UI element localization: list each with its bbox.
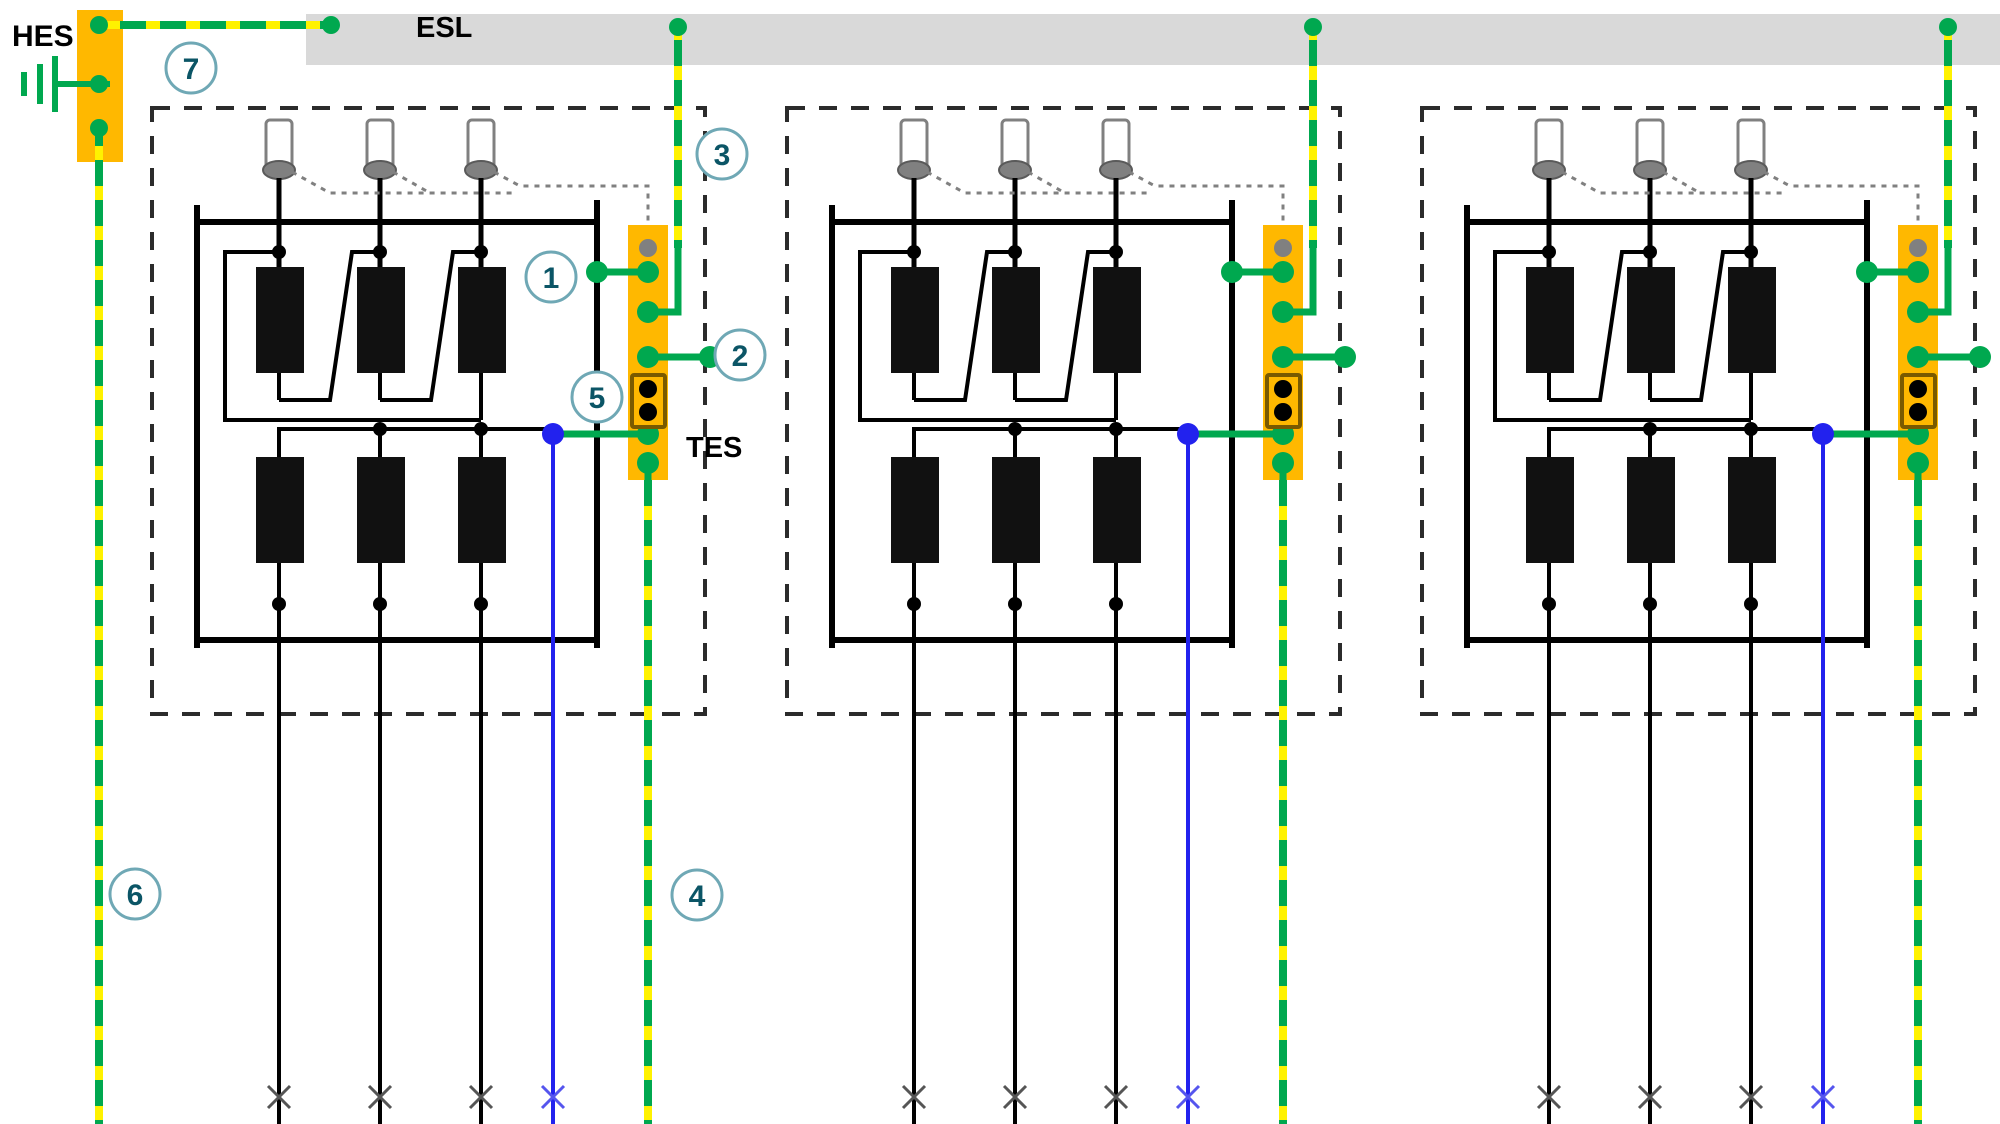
tes-label: TES bbox=[686, 432, 743, 464]
control-dotted-link bbox=[1561, 170, 1920, 237]
pe-riser bbox=[644, 18, 687, 1124]
callout-7[interactable]: 7 bbox=[164, 41, 218, 95]
callout-3-label: 3 bbox=[714, 139, 731, 172]
esl-terminal-dot-left bbox=[322, 16, 340, 34]
esl-label: ESL bbox=[416, 12, 473, 44]
terminal-strip[interactable] bbox=[1263, 225, 1303, 480]
callout-1[interactable]: 1 bbox=[524, 250, 578, 304]
panel-2 bbox=[785, 18, 1356, 1124]
terminal-strip[interactable] bbox=[1898, 225, 1938, 480]
callout-2[interactable]: 2 bbox=[713, 328, 767, 382]
control-dotted-link bbox=[926, 170, 1285, 237]
arrester-group bbox=[897, 118, 1133, 222]
bond-wire-dots bbox=[1812, 261, 1991, 445]
callout-6-label: 6 bbox=[127, 879, 144, 912]
test-point-dot bbox=[1909, 239, 1927, 257]
callout-7-label: 7 bbox=[183, 53, 200, 86]
pe-riser bbox=[1279, 18, 1322, 1124]
arrester-group bbox=[1532, 118, 1768, 222]
callout-6[interactable]: 6 bbox=[108, 867, 162, 921]
top-device-row bbox=[1493, 222, 1776, 422]
top-device-row bbox=[223, 222, 506, 422]
hes-label: HES bbox=[12, 20, 74, 53]
callout-5[interactable]: 5 bbox=[570, 370, 624, 424]
panel-3 bbox=[1420, 18, 1991, 1124]
earth-ground-icon bbox=[21, 56, 100, 112]
pe-wire-hes-downlead bbox=[95, 128, 103, 1124]
feeder-drops bbox=[1536, 429, 1836, 1124]
callout-1-label: 1 bbox=[543, 262, 560, 295]
bottom-device-row bbox=[256, 422, 553, 640]
feeder-drops bbox=[266, 429, 566, 1124]
arrester-group bbox=[262, 118, 498, 222]
callout-4-label: 4 bbox=[689, 880, 706, 913]
esl-bar bbox=[306, 14, 2000, 65]
pe-riser bbox=[1914, 18, 1957, 1124]
feeder-drops bbox=[901, 429, 1201, 1124]
bond-wire-dots bbox=[1177, 261, 1356, 445]
bottom-device-row bbox=[1526, 422, 1823, 640]
hes-terminal-dots bbox=[90, 16, 108, 137]
callout-3[interactable]: 3 bbox=[695, 127, 749, 181]
top-device-row bbox=[858, 222, 1141, 422]
terminal-strip[interactable] bbox=[628, 225, 668, 480]
pe-wire-hes-to-esl bbox=[96, 21, 332, 29]
test-point-dot bbox=[1274, 239, 1292, 257]
callout-4[interactable]: 4 bbox=[670, 868, 724, 922]
callout-2-label: 2 bbox=[732, 340, 749, 373]
control-dotted-link bbox=[291, 170, 650, 237]
callout-5-label: 5 bbox=[589, 382, 606, 415]
panel-1 bbox=[150, 18, 721, 1124]
test-point-dot bbox=[639, 239, 657, 257]
bottom-device-row bbox=[891, 422, 1188, 640]
